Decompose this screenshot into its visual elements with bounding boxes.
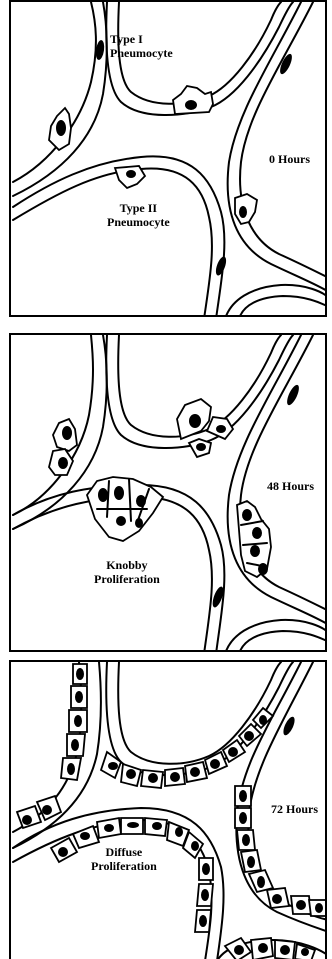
label-line-1: Knobby [94, 558, 160, 572]
label-line-1: Type I [110, 32, 173, 46]
time-label: 48 Hours [267, 479, 314, 493]
left-lining-cells [17, 664, 87, 828]
panel-72-hours: 72 Hours Diffuse Proliferation [9, 660, 327, 959]
bottom-lining-cells [225, 938, 315, 959]
time-label: 0 Hours [269, 152, 310, 166]
cell-label-diffuse: Diffuse Proliferation [91, 845, 157, 873]
label-line-2: Proliferation [91, 859, 157, 873]
middle-lining-cells [51, 818, 213, 932]
label-line-1: Diffuse [91, 845, 157, 859]
panel-48-hours: 48 Hours Knobby Proliferation [9, 333, 327, 652]
panel-0-hours: Type I Pneumocyte Type II Pneumocyte 0 H… [9, 0, 327, 317]
cell-label-type-ii: Type II Pneumocyte [107, 201, 170, 229]
time-label: 72 Hours [271, 802, 318, 816]
alveolar-wall-drawing-48h [11, 335, 327, 652]
label-line-1: Type II [107, 201, 170, 215]
label-line-2: Pneumocyte [110, 46, 173, 60]
cell-label-knobby: Knobby Proliferation [94, 558, 160, 586]
label-line-2: Proliferation [94, 572, 160, 586]
label-line-2: Pneumocyte [107, 215, 170, 229]
cell-label-type-i: Type I Pneumocyte [110, 32, 173, 60]
